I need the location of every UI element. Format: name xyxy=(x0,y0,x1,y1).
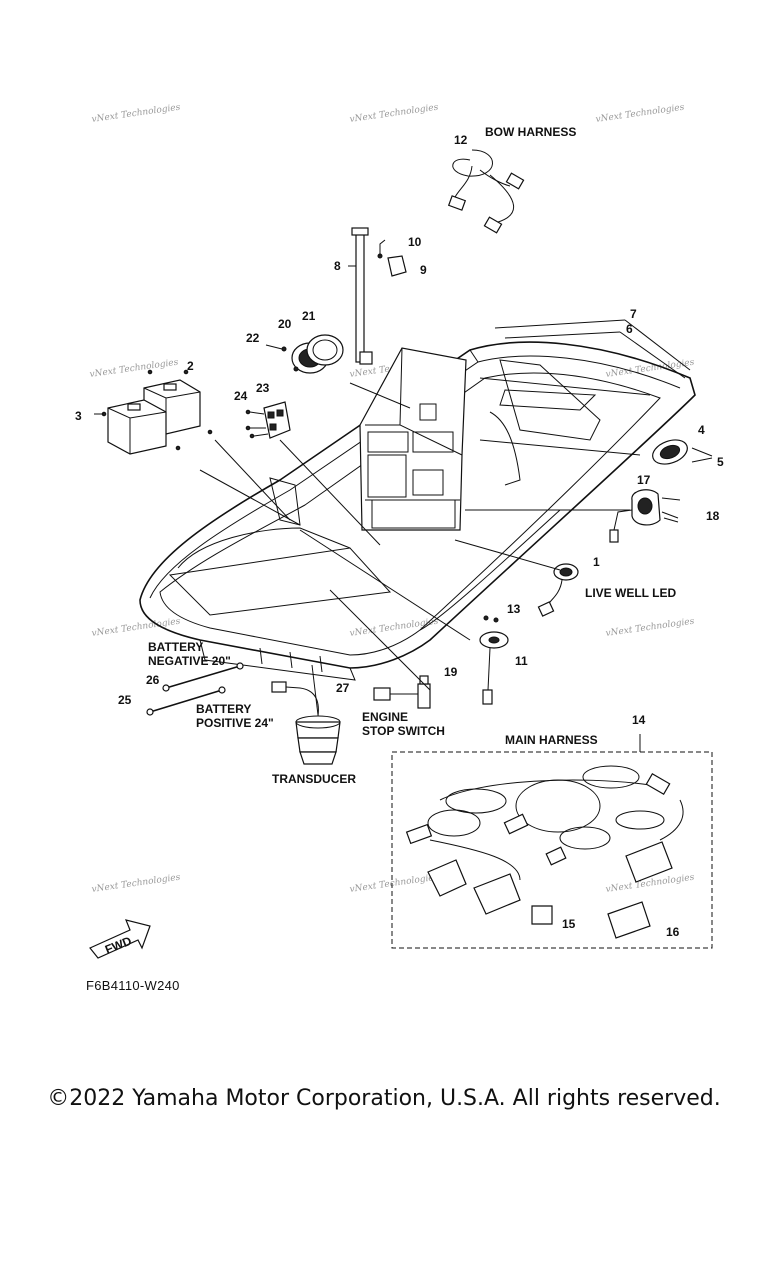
callout-8: 8 xyxy=(334,259,341,273)
callout-13: 13 xyxy=(507,602,521,616)
transducer-label: TRANSDUCER xyxy=(272,772,356,786)
fwd-arrow-icon: FWD xyxy=(89,919,151,959)
callout-18: 18 xyxy=(706,509,720,523)
callout-21: 21 xyxy=(302,309,316,323)
battery-negative-label: BATTERY xyxy=(148,640,203,654)
leader-lines xyxy=(199,382,641,716)
watermark: vNext Technologies xyxy=(89,358,179,380)
callout-27: 27 xyxy=(336,681,350,695)
part-20-cover xyxy=(265,334,344,374)
callout-11: 11 xyxy=(515,654,528,668)
callout-5: 5 xyxy=(717,455,724,469)
watermark: vNext Technologies xyxy=(349,103,439,125)
callout-17: 17 xyxy=(637,473,651,487)
fwd-label: FWD xyxy=(103,933,134,956)
callout-4: 4 xyxy=(698,423,705,437)
battery-positive-label-2: POSITIVE 24" xyxy=(196,716,274,730)
callout-10: 10 xyxy=(408,235,422,249)
part-17-light xyxy=(609,489,681,543)
part-8-rod xyxy=(348,227,373,365)
wires-6-7 xyxy=(494,319,691,379)
callout-12: 12 xyxy=(454,133,468,147)
watermark: vNext Technologies xyxy=(91,103,181,125)
callout-7: 7 xyxy=(630,307,637,321)
bow-harness xyxy=(447,149,525,234)
callout-6: 6 xyxy=(626,322,633,336)
live-well-led-label: LIVE WELL LED xyxy=(585,586,676,600)
main-harness-label: MAIN HARNESS xyxy=(505,733,598,747)
callout-25: 25 xyxy=(118,693,132,707)
battery-group xyxy=(94,369,213,455)
callout-22: 22 xyxy=(246,331,260,345)
bow-harness-label: BOW HARNESS xyxy=(485,125,576,139)
part-9-clip xyxy=(377,239,407,277)
engine-stop-label: ENGINE xyxy=(362,710,408,724)
engine-stop-label-2: STOP SWITCH xyxy=(362,724,445,738)
part-27-transducer xyxy=(271,681,341,765)
watermark: vNext Technologies xyxy=(349,617,439,639)
labels: BOW HARNESS LIVE WELL LED BATTERY NEGATI… xyxy=(148,125,676,786)
callout-14: 14 xyxy=(632,713,646,727)
boat-hull xyxy=(139,341,696,681)
callout-1: 1 xyxy=(593,555,600,569)
part-4-light xyxy=(652,439,713,465)
callout-26: 26 xyxy=(146,673,160,687)
watermark: vNext Technologies xyxy=(349,873,439,895)
watermark: vNext Technologies xyxy=(595,103,685,125)
callout-2: 2 xyxy=(187,359,194,373)
part-19-stop-switch xyxy=(373,675,431,709)
callout-16: 16 xyxy=(666,925,680,939)
callout-19: 19 xyxy=(444,665,458,679)
diagram-code: F6B4110-W240 xyxy=(86,978,180,993)
watermark: vNext Technologies xyxy=(91,617,181,639)
callout-23: 23 xyxy=(256,381,270,395)
battery-negative-label-2: NEGATIVE 20" xyxy=(148,654,231,668)
main-harness-box xyxy=(391,734,713,949)
watermark: vNext Technologies xyxy=(91,873,181,895)
part-11-switch xyxy=(479,615,509,705)
callout-15: 15 xyxy=(562,917,576,931)
center-console xyxy=(359,347,521,531)
battery-cables xyxy=(146,662,244,716)
callout-20: 20 xyxy=(278,317,292,331)
callouts: 1 2 3 4 5 6 7 8 9 10 11 12 13 14 15 16 1… xyxy=(75,133,724,939)
watermark: vNext Technologies xyxy=(605,617,695,639)
callout-3: 3 xyxy=(75,409,82,423)
copyright-notice: ©2022 Yamaha Motor Corporation, U.S.A. A… xyxy=(47,1086,721,1111)
part-23-switch xyxy=(245,401,291,439)
callout-9: 9 xyxy=(420,263,427,277)
battery-positive-label: BATTERY xyxy=(196,702,251,716)
part-1-led xyxy=(537,563,579,617)
callout-24: 24 xyxy=(234,389,248,403)
